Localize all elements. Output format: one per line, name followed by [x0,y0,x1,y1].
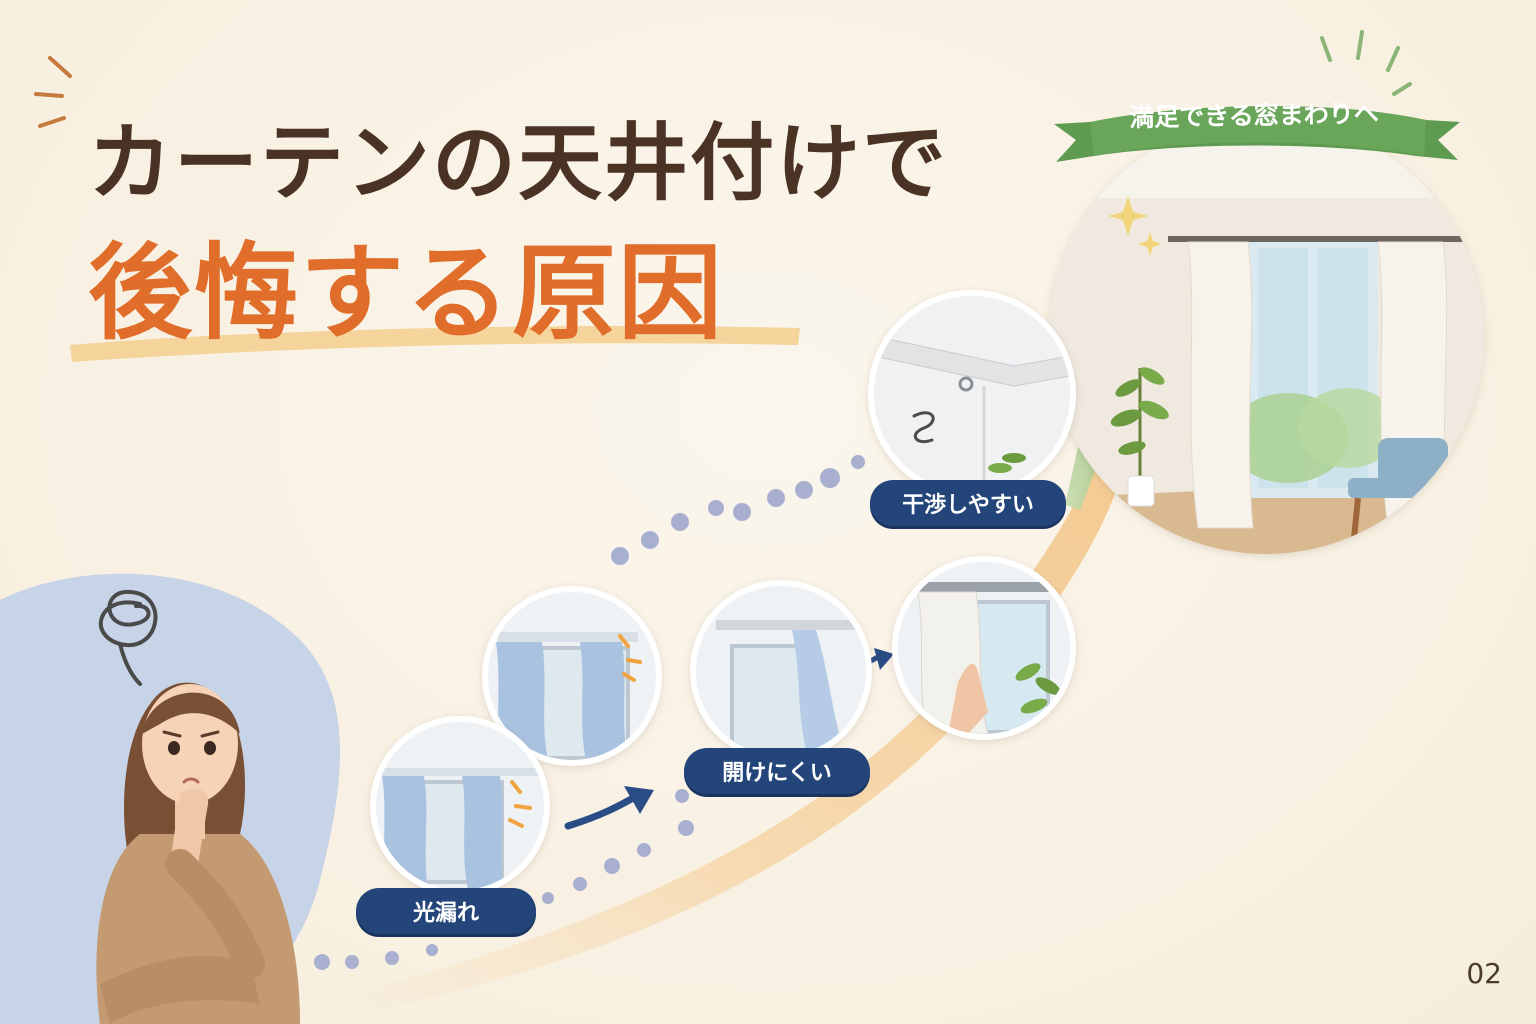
room-illustration [1048,118,1484,554]
banner-accent-strokes [1320,30,1412,96]
hand-opening-circle [892,556,1076,740]
label-hard-to-open: 開けにくい [684,748,870,794]
title-line-1: カーテンの天井付けで [88,114,949,212]
light-leak-circle-top [482,586,662,766]
blue-arrow-1 [564,790,644,830]
sparkle-icon [1108,196,1162,256]
plant-icon-small [1015,663,1061,714]
worried-woman-illustration [96,589,300,1024]
result-room-circle [1048,118,1484,554]
page-number: 02 [1466,957,1502,990]
title-line-2: 後悔する原因 [88,232,725,354]
label-light-leak: 光漏れ [356,888,536,934]
light-leak-circle-bottom [370,716,550,896]
dotted-path [314,455,865,970]
label-interference: 干渉しやすい [870,480,1066,526]
worry-scribble-icon [98,589,158,686]
interference-circle [868,290,1076,498]
banner-ribbon [1054,105,1460,162]
plant-icon [1110,367,1169,507]
title-highlight [70,325,800,362]
hard-to-open-circle [690,580,872,762]
swirl-icon [912,411,935,443]
accent-strokes [34,56,72,128]
banner-text: 満足できる窓まわりへ [1129,98,1380,133]
